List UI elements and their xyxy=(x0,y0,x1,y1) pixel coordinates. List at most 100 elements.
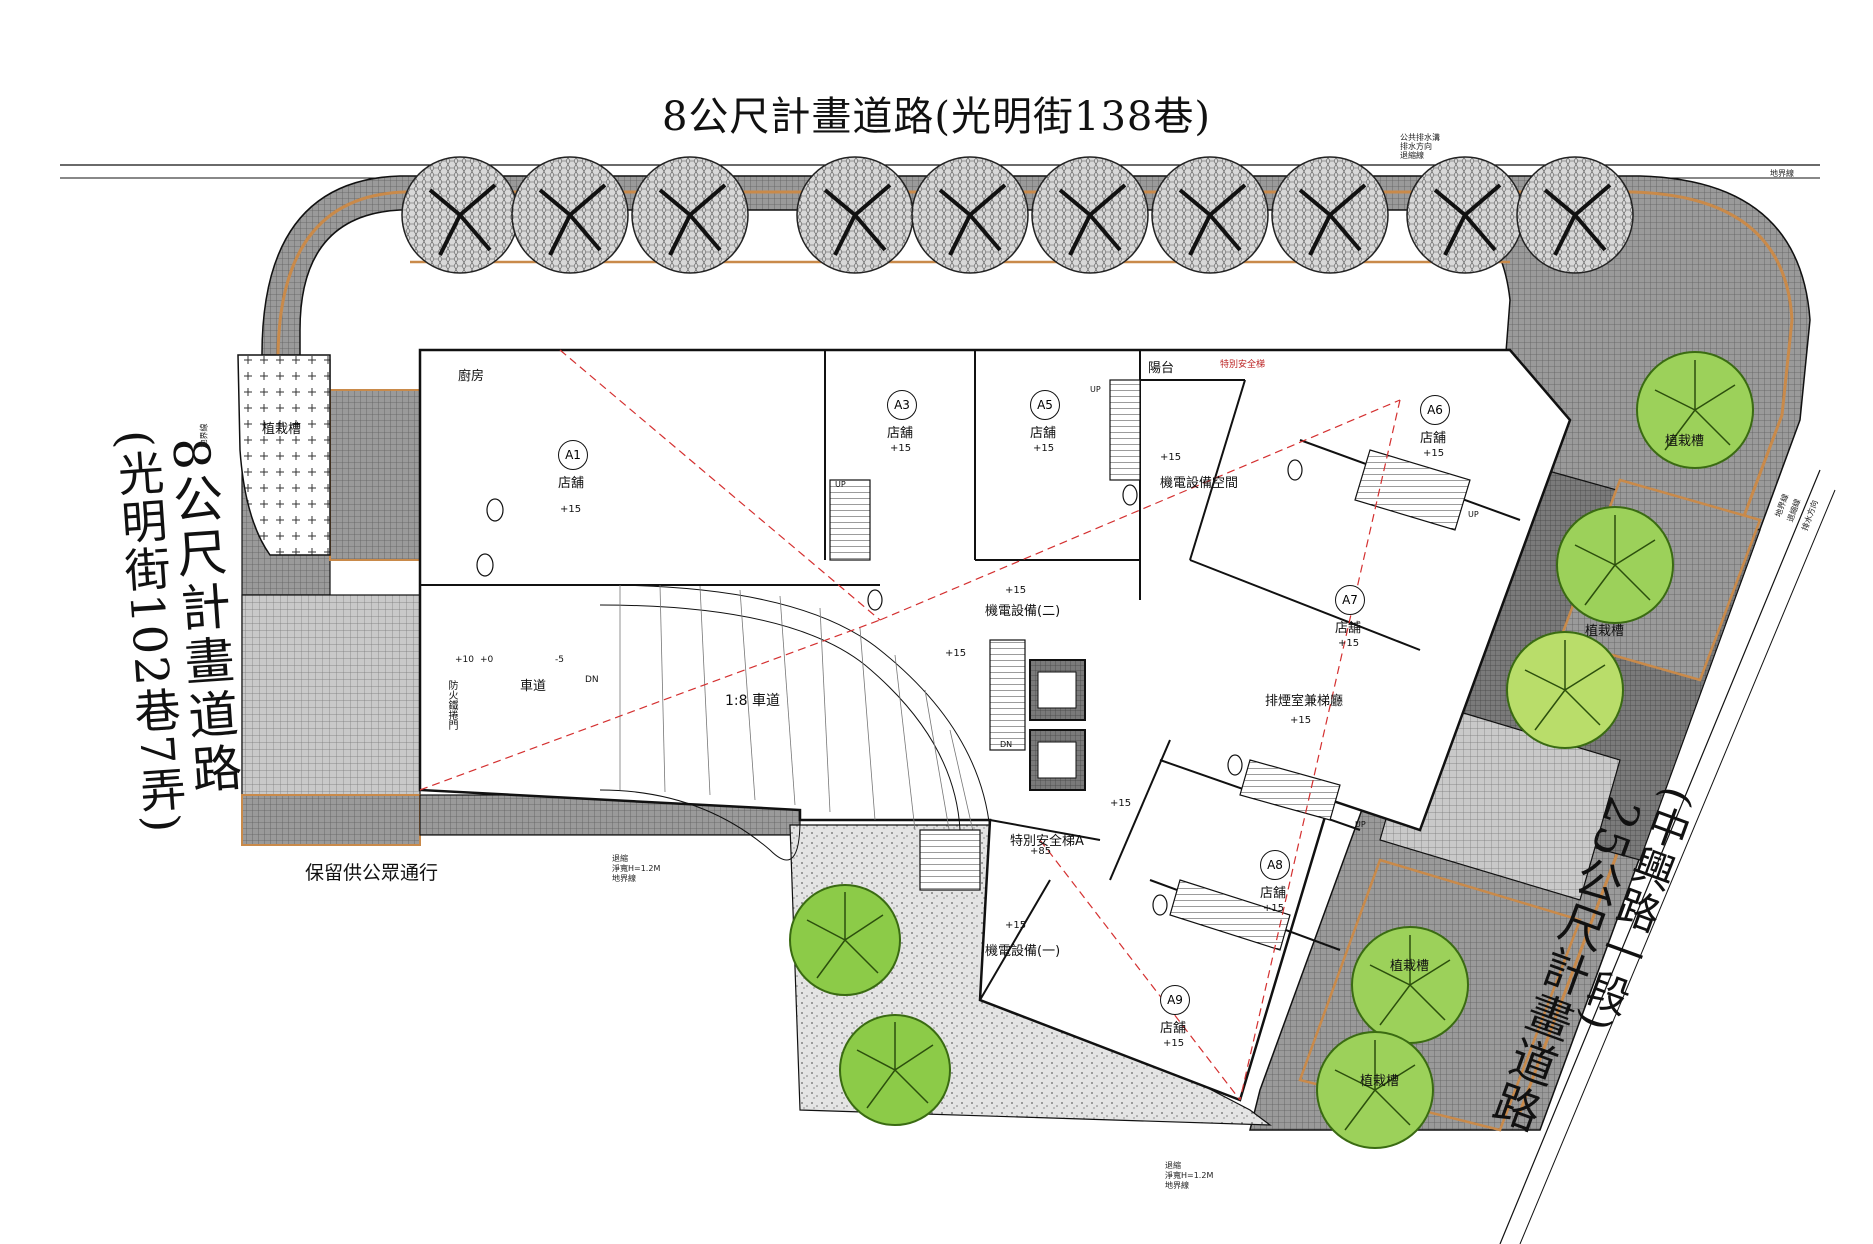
toilet-icon xyxy=(486,498,504,522)
tree-icon xyxy=(789,884,901,996)
unit-label: 店舖 xyxy=(1030,426,1057,441)
legend-d-2: 淨寬H=1.2M xyxy=(612,864,661,873)
unit-id: A7 xyxy=(1335,585,1365,615)
unit-label: 店舖 xyxy=(887,426,914,441)
street-tree-icon xyxy=(911,156,1029,274)
stair-icon xyxy=(1239,759,1341,821)
level-drive-4: DN xyxy=(585,675,599,685)
fire-door-label: 防火鐵捲門 xyxy=(446,680,457,730)
green-trees xyxy=(789,351,1754,1149)
public-pass-note: 保留供公眾通行 xyxy=(305,862,439,884)
mech-space-label: 機電設備空間 xyxy=(1160,476,1239,491)
unit-label: 店舖 xyxy=(1260,886,1287,901)
legend-a-3: 退縮線 xyxy=(1400,151,1424,160)
stair-icon xyxy=(919,829,981,891)
street-tree-icon xyxy=(1151,156,1269,274)
up-marker: UP xyxy=(1090,385,1101,394)
legend-e-3: 地界線 xyxy=(1165,1181,1189,1190)
level-exhaust: +15 xyxy=(1290,715,1312,726)
exhaust-label: 排煙室兼梯廳 xyxy=(1265,694,1344,709)
curb-line xyxy=(276,190,1794,1113)
level-mech-space: +15 xyxy=(1160,452,1182,463)
road-label-top: 8公尺計畫道路(光明街138巷) xyxy=(661,94,1211,140)
unit-id: A8 xyxy=(1260,850,1290,880)
street-tree-icon xyxy=(401,156,519,274)
planter-r2-label: 植栽槽 xyxy=(1585,624,1625,639)
tree-icon xyxy=(1506,631,1624,749)
planter-left-label: 植栽槽 xyxy=(262,422,302,437)
unit-id: A1 xyxy=(558,440,588,470)
street-tree-icon xyxy=(796,156,914,274)
unit-level: +15 xyxy=(890,443,912,454)
stair-icon xyxy=(1109,379,1141,481)
toilet-icon xyxy=(1287,459,1303,481)
unit-id: A5 xyxy=(1030,390,1060,420)
street-tree-icon xyxy=(1516,156,1634,274)
mech-2-label: 機電設備(二) xyxy=(985,604,1061,619)
unit-level: +15 xyxy=(1338,638,1360,649)
unit-level: +15 xyxy=(1263,903,1285,914)
ramp-label: 1:8 車道 xyxy=(725,693,780,709)
planter-r4-label: 植栽槽 xyxy=(1360,1074,1400,1089)
legend-d-3: 地界線 xyxy=(612,874,636,883)
street-tree-icon xyxy=(1031,156,1149,274)
unit-id: A9 xyxy=(1160,985,1190,1015)
stair-icon xyxy=(1169,879,1291,951)
toilet-icon xyxy=(867,589,883,611)
unit-id: A3 xyxy=(887,390,917,420)
legend-e-2: 淨寬H=1.2M xyxy=(1165,1171,1214,1180)
toilet-icon xyxy=(1227,754,1243,776)
level-stair-a-lobby: +15 xyxy=(1110,798,1132,809)
planter-r3-label: 植栽槽 xyxy=(1390,959,1430,974)
up-marker: UP xyxy=(835,480,846,489)
unit-id: A6 xyxy=(1420,395,1450,425)
driveway-label: 車道 xyxy=(520,679,547,694)
legend-a-2: 排水方向 xyxy=(1400,142,1432,151)
legend-a-1: 公共排水溝 xyxy=(1400,133,1440,142)
tree-icon xyxy=(1556,506,1674,624)
balcony-label: 陽台 xyxy=(1148,361,1175,376)
unit-level: +15 xyxy=(1163,1038,1185,1049)
unit-level: +15 xyxy=(560,504,582,515)
level-mech-2: +15 xyxy=(1005,585,1027,596)
legend-d-1: 退縮 xyxy=(612,854,628,863)
toilet-icon xyxy=(1152,894,1168,916)
up-marker: UP xyxy=(1468,510,1479,519)
level-elevator-lobby: +15 xyxy=(945,648,967,659)
street-tree-icon xyxy=(511,156,629,274)
stair-top-label: 特別安全梯 xyxy=(1220,360,1266,370)
kitchen-label: 廚房 xyxy=(458,369,485,384)
legend-b-1: 地界線 xyxy=(1770,169,1794,178)
street-tree-icon xyxy=(1406,156,1524,274)
legend-e-1: 退縮 xyxy=(1165,1161,1181,1170)
up-marker: UP xyxy=(1355,820,1366,829)
street-tree-row xyxy=(401,156,1634,274)
unit-level: +15 xyxy=(1033,443,1055,454)
tree-icon xyxy=(1351,926,1469,1044)
stair-icon xyxy=(989,639,1026,751)
stair-icon xyxy=(829,479,871,561)
mech-1-label: 機電設備(一) xyxy=(985,944,1061,959)
dn-marker: DN xyxy=(1000,740,1013,749)
street-tree-icon xyxy=(1271,156,1389,274)
toilet-icon xyxy=(476,553,494,577)
stair-a-label: 特別安全梯A xyxy=(1010,834,1084,849)
left-edge-note: 地界線 xyxy=(199,423,209,448)
street-tree-icon xyxy=(631,156,749,274)
planter-r1-label: 植栽槽 xyxy=(1665,434,1705,449)
level-stair-a: +85 xyxy=(1030,846,1052,857)
unit-label: 店舖 xyxy=(558,476,585,491)
unit-label: 店舖 xyxy=(1335,621,1362,636)
level-mech-1: +15 xyxy=(1005,920,1027,931)
tree-icon xyxy=(839,1014,951,1126)
unit-label: 店舖 xyxy=(1160,1021,1187,1036)
toilet-icon xyxy=(1122,484,1138,506)
level-drive-1: +10 xyxy=(455,655,474,665)
level-drive-3: -5 xyxy=(555,655,564,665)
level-drive-2: +0 xyxy=(480,655,494,665)
unit-level: +15 xyxy=(1423,448,1445,459)
left-planter xyxy=(237,354,331,556)
unit-label: 店舖 xyxy=(1420,431,1447,446)
tree-icon xyxy=(1636,351,1754,469)
